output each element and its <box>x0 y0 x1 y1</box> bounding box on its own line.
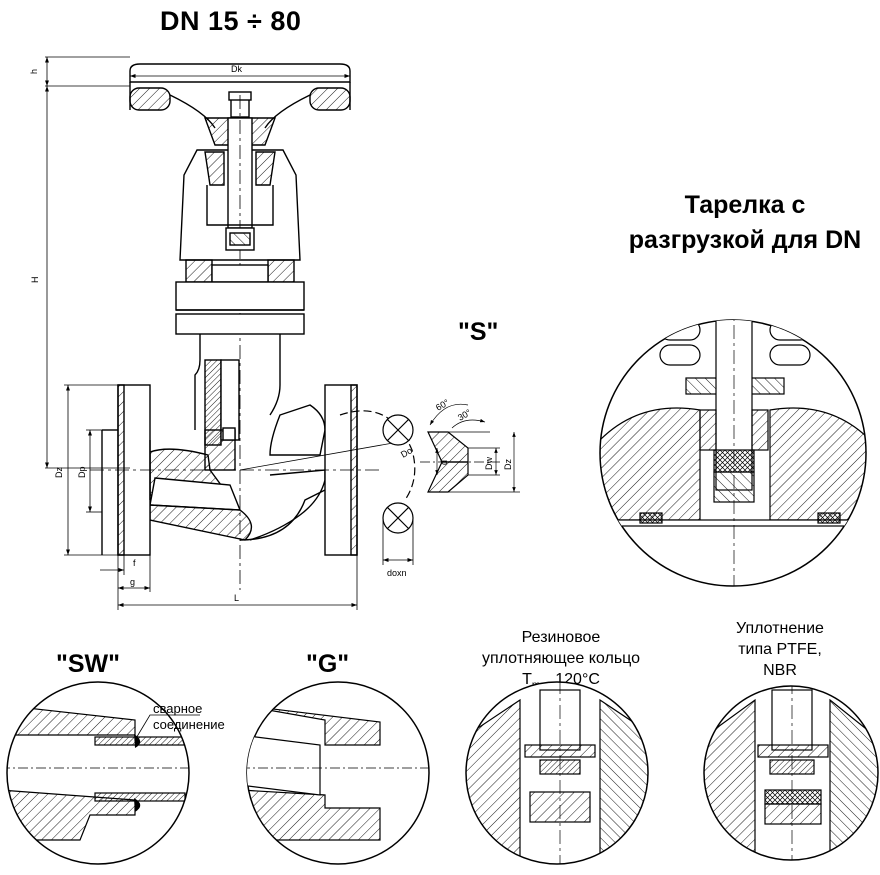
dim-dk: Dk <box>231 64 242 74</box>
s-detail-labels: 60° 30° d Dw Dz <box>434 397 513 470</box>
yoke <box>179 95 301 590</box>
dim-dz-s: Dz <box>503 459 513 470</box>
g-detail-view <box>246 681 430 865</box>
ptfe-note-line-2: типа PTFE, <box>738 641 822 658</box>
valve-body <box>149 404 326 541</box>
angle-60: 60° <box>434 397 451 413</box>
bonnet-flange <box>175 259 305 335</box>
dim-L: L <box>234 593 239 603</box>
drawing-title: DN 15 ÷ 80 <box>160 6 302 36</box>
ptfe-seal-note: Уплотнение типа PTFE, NBR <box>722 618 838 681</box>
bolt-circle-detail <box>339 410 416 565</box>
rubber-ring-detail-view <box>465 681 649 865</box>
sw-detail-view <box>6 681 200 865</box>
detail-label-sw: "SW" <box>56 650 120 678</box>
dim-do: Do <box>399 445 414 459</box>
dimension-lines <box>45 56 358 610</box>
dim-H: H <box>30 277 40 284</box>
rubber-note-line-1: Резиновое <box>521 629 601 646</box>
valve-section-view <box>90 63 411 590</box>
rubber-note-line-2: уплотняющее кольцо <box>481 650 641 667</box>
dim-dz: Dz <box>54 467 64 478</box>
plate-title-line-2: разгрузкой для DN <box>628 226 862 254</box>
plate-detail-view <box>599 319 867 587</box>
plate-detail-title: Тарелка с разгрузкой для DN <box>610 188 880 258</box>
dim-dp: Dp <box>77 466 87 478</box>
dim-doxn: doxn <box>387 568 407 578</box>
sw-note-line-2: соединение <box>153 717 225 732</box>
detail-label-s: "S" <box>458 318 499 346</box>
dimension-labels: h Dk H Dz Dp f g L Do doxn <box>29 64 414 603</box>
ptfe-seal-detail-view <box>703 685 879 861</box>
dim-f: f <box>133 558 136 568</box>
dim-d: d <box>439 460 449 465</box>
sw-note-line-1: сварное <box>153 701 202 716</box>
s-weld-end-detail <box>420 403 520 493</box>
dim-h: h <box>29 69 39 74</box>
detail-label-g: "G" <box>306 650 350 678</box>
sw-note: сварное соединение <box>153 701 225 732</box>
ptfe-note-line-3: NBR <box>763 662 797 679</box>
body-neck <box>194 334 281 471</box>
ptfe-note-line-1: Уплотнение <box>736 620 824 637</box>
plate-title-line-1: Тарелка с <box>684 191 806 219</box>
dim-dw: Dw <box>484 457 494 470</box>
tmax-symbol: T <box>522 671 532 688</box>
dim-g: g <box>130 577 135 587</box>
